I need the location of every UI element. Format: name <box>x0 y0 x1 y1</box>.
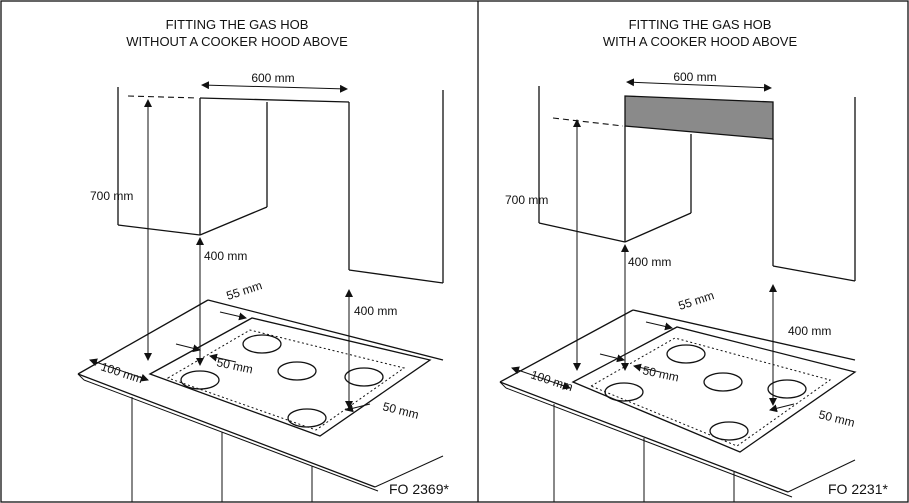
left-dim-100: 100 mm <box>99 360 145 387</box>
left-title-line2: WITHOUT A COOKER HOOD ABOVE <box>126 34 348 49</box>
right-height-dimension: 700 mm <box>505 119 581 371</box>
left-wall-cabinet <box>117 87 444 284</box>
right-dim-width: 600 mm <box>673 70 716 84</box>
burner <box>180 370 220 390</box>
burner <box>604 382 644 402</box>
right-dim-700: 700 mm <box>505 193 548 207</box>
right-dim-55: 55 mm <box>677 288 716 313</box>
left-dim-700: 700 mm <box>90 189 133 203</box>
left-worktop <box>77 299 444 502</box>
left-dim-400-under: 400 mm <box>204 249 247 263</box>
right-dim-100: 100 mm <box>529 368 575 395</box>
cooker-hood <box>624 95 774 140</box>
left-dim-55: 55 mm <box>225 278 264 303</box>
right-title-line2: WITH A COOKER HOOD ABOVE <box>603 34 798 49</box>
right-dim-50-left: 50 mm <box>641 363 680 384</box>
left-figure-code: FO 2369* <box>389 481 449 497</box>
burner <box>344 367 384 387</box>
burner <box>767 379 807 399</box>
left-title-line1: FITTING THE GAS HOB <box>166 17 309 32</box>
right-dim-400-under: 400 mm <box>628 255 671 269</box>
left-side-wall-clearance: 400 mm <box>345 289 397 409</box>
right-hob <box>571 326 857 453</box>
burner <box>277 361 317 381</box>
right-figure-code: FO 2231* <box>828 481 888 497</box>
right-dim-50-right: 50 mm <box>817 407 856 429</box>
left-width-dimension: 600 mm <box>201 71 348 93</box>
burner <box>709 421 749 441</box>
left-panel: FITTING THE GAS HOB WITHOUT A COOKER HOO… <box>77 17 449 502</box>
right-title-line1: FITTING THE GAS HOB <box>629 17 772 32</box>
burner <box>242 334 282 354</box>
left-dim-50-right: 50 mm <box>381 399 420 421</box>
right-panel: FITTING THE GAS HOB WITH A COOKER HOOD A… <box>499 17 888 502</box>
right-dim-400-side: 400 mm <box>788 324 831 338</box>
burner <box>666 344 706 364</box>
left-cabinet-clearance: 400 mm <box>196 237 247 366</box>
left-height-dimension: 700 mm <box>90 99 152 361</box>
burner <box>287 408 327 428</box>
right-width-dimension: 600 mm <box>626 70 772 92</box>
right-cabinet-clearance: 400 mm <box>621 244 671 371</box>
left-dim-50-left: 50 mm <box>215 355 254 376</box>
left-dim-width: 600 mm <box>251 71 294 85</box>
left-dim-400-side: 400 mm <box>354 304 397 318</box>
right-wall-cabinet <box>538 86 856 282</box>
right-side-wall-clearance: 400 mm <box>769 284 831 406</box>
burner <box>703 372 743 392</box>
left-hob <box>148 317 432 437</box>
